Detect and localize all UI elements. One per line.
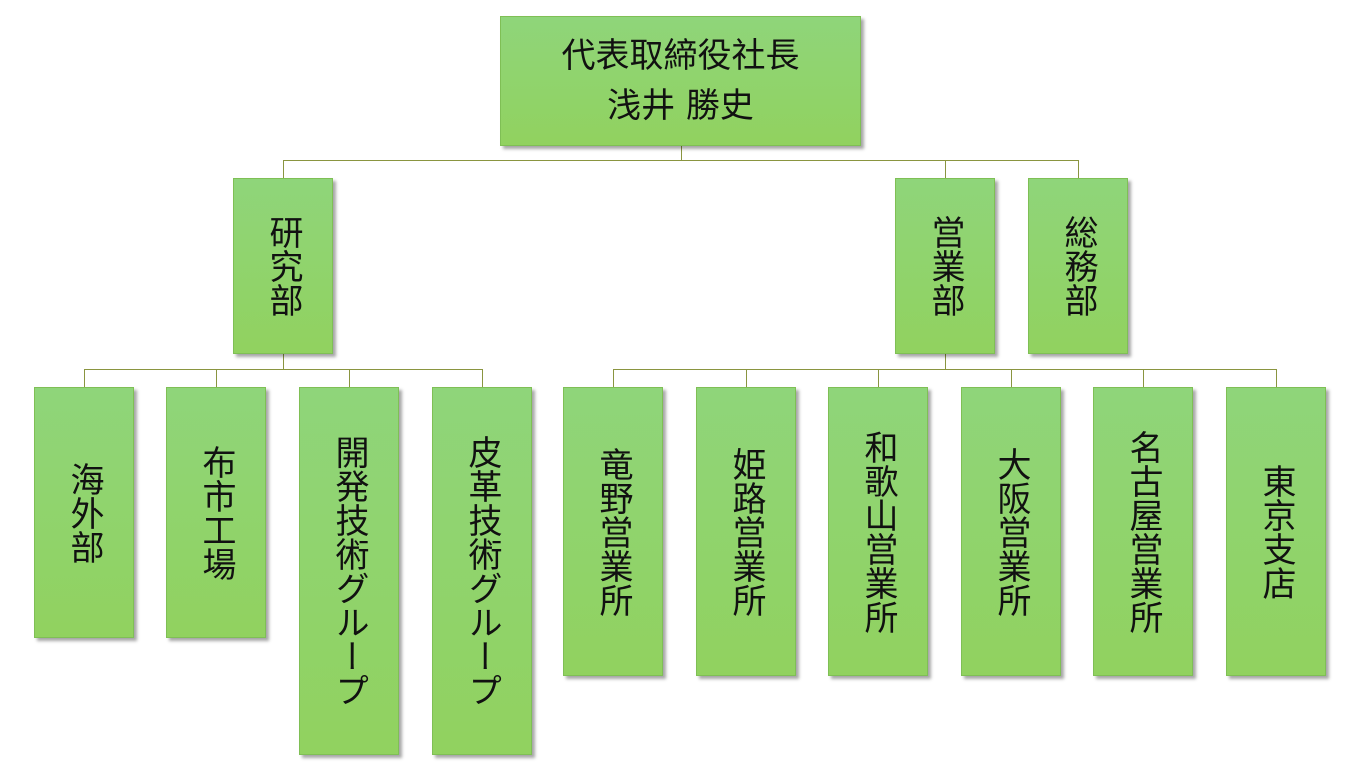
leather-tech-group-label: 皮革技術グループ: [462, 435, 502, 707]
connector-level1-bar: [283, 160, 1079, 161]
connector-general-up: [1078, 160, 1079, 178]
node-general-dept: 総務部: [1028, 178, 1128, 354]
connector-su2: [746, 369, 747, 387]
general-dept-label: 総務部: [1058, 215, 1098, 317]
connector-sales-down: [945, 354, 946, 370]
connector-ru3: [349, 369, 350, 387]
connector-ru4: [482, 369, 483, 387]
president-title: 代表取締役社長: [561, 36, 800, 76]
connector-su4: [1011, 369, 1012, 387]
connector-research-up: [283, 160, 284, 178]
node-leather-tech-group: 皮革技術グループ: [432, 387, 532, 755]
connector-research-down: [283, 354, 284, 370]
connector-su5: [1143, 369, 1144, 387]
connector-ru2: [216, 369, 217, 387]
sales-dept-label: 営業部: [925, 215, 965, 317]
osaka-office-label: 大阪営業所: [991, 446, 1031, 617]
tatsuno-office-label: 竜野営業所: [593, 446, 633, 617]
connector-su1: [613, 369, 614, 387]
nagoya-office-label: 名古屋営業所: [1123, 429, 1163, 634]
node-research-dept: 研究部: [233, 178, 333, 354]
connector-root-down: [681, 145, 682, 161]
node-nunoichi-factory: 布市工場: [166, 387, 266, 638]
node-president: 代表取締役社長 浅井 勝史: [500, 16, 861, 146]
node-tokyo-branch: 東京支店: [1226, 387, 1326, 676]
node-nagoya-office: 名古屋営業所: [1093, 387, 1193, 676]
research-dept-label: 研究部: [263, 215, 303, 317]
connector-sales-up: [945, 160, 946, 178]
node-sales-dept: 営業部: [895, 178, 995, 354]
node-overseas: 海外部: [34, 387, 134, 638]
node-himeji-office: 姫路営業所: [696, 387, 796, 676]
node-dev-tech-group: 開発技術グループ: [299, 387, 399, 755]
node-tatsuno-office: 竜野営業所: [563, 387, 663, 676]
dev-tech-group-label: 開発技術グループ: [329, 435, 369, 707]
node-osaka-office: 大阪営業所: [961, 387, 1061, 676]
tokyo-branch-label: 東京支店: [1256, 463, 1296, 600]
overseas-label: 海外部: [64, 461, 104, 564]
connector-ru1: [84, 369, 85, 387]
connector-su3: [878, 369, 879, 387]
connector-sales-bar: [613, 369, 1276, 370]
connector-su6: [1276, 369, 1277, 387]
node-wakayama-office: 和歌山営業所: [828, 387, 928, 676]
president-name: 浅井 勝史: [607, 86, 754, 126]
himeji-office-label: 姫路営業所: [726, 446, 766, 617]
wakayama-office-label: 和歌山営業所: [858, 429, 898, 634]
nunoichi-factory-label: 布市工場: [196, 444, 236, 581]
connector-research-bar: [84, 369, 483, 370]
